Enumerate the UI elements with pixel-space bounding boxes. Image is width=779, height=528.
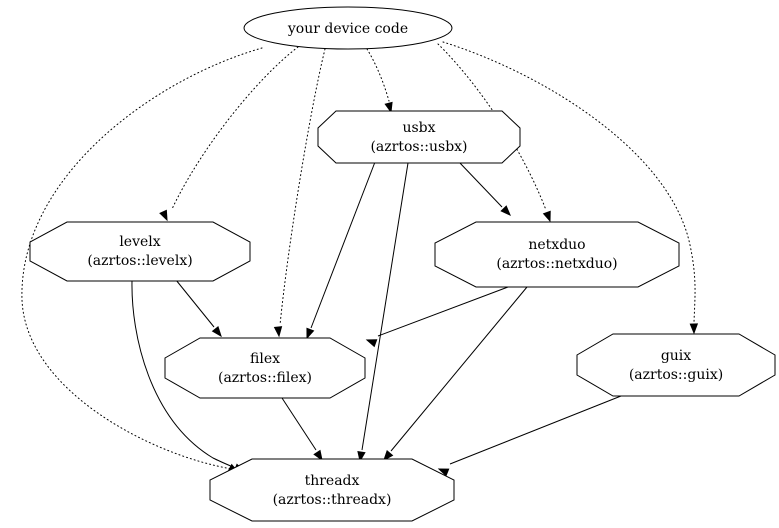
node-octagon-shape[interactable] xyxy=(29,221,251,282)
node-netxduo[interactable]: netxduo (azrtos::netxduo) xyxy=(434,221,680,288)
arrow-head xyxy=(437,468,450,477)
arrow-head xyxy=(500,205,511,216)
edge-layer xyxy=(21,41,699,477)
arrow-head xyxy=(306,327,315,340)
edge-path xyxy=(442,41,696,323)
edge-guix-to-threadx xyxy=(437,395,622,477)
edge-device-to-filex xyxy=(273,48,326,338)
node-octagon-shape[interactable] xyxy=(434,221,680,288)
node-label-line1: filex xyxy=(250,351,280,367)
edge-usbx-to-filex xyxy=(306,161,376,340)
node-octagon-shape[interactable] xyxy=(317,110,521,164)
arrow-head xyxy=(383,450,394,462)
edge-usbx-to-threadx xyxy=(357,162,409,463)
node-label-line2: (azrtos::filex) xyxy=(218,370,312,386)
arrow-head xyxy=(273,326,283,338)
node-label-line2: (azrtos::guix) xyxy=(629,367,723,383)
node-ellipse-shape[interactable] xyxy=(243,6,453,50)
edge-filex-to-threadx xyxy=(281,397,323,462)
edge-path xyxy=(21,47,263,470)
arrow-head xyxy=(384,101,393,114)
edge-usbx-to-netxduo xyxy=(458,161,511,216)
edge-device-to-usbx xyxy=(366,48,393,114)
arrow-head xyxy=(542,210,551,223)
edge-path xyxy=(366,48,390,102)
node-octagon-shape[interactable] xyxy=(164,337,366,399)
edge-path xyxy=(390,286,528,452)
edge-path xyxy=(361,162,409,451)
edge-path xyxy=(175,279,215,328)
edge-path xyxy=(171,46,299,210)
node-guix[interactable]: guix (azrtos::guix) xyxy=(576,333,776,397)
edge-levelx-to-filex xyxy=(175,279,222,338)
node-label-line1: guix xyxy=(661,348,691,364)
edge-path xyxy=(377,286,509,337)
node-label-line1: levelx xyxy=(119,234,160,250)
edge-path xyxy=(279,48,326,326)
node-octagon-shape[interactable] xyxy=(576,333,776,397)
node-usbx[interactable]: usbx (azrtos::usbx) xyxy=(317,110,521,164)
node-label-line2: (azrtos::usbx) xyxy=(370,139,467,155)
arrow-head xyxy=(365,339,378,348)
node-label-line2: (azrtos::threadx) xyxy=(273,492,392,508)
node-threadx[interactable]: threadx (azrtos::threadx) xyxy=(209,458,455,522)
node-label-line2: (azrtos::netxduo) xyxy=(496,256,617,272)
edge-device-to-guix xyxy=(442,41,699,335)
node-levelx[interactable]: levelx (azrtos::levelx) xyxy=(29,221,251,282)
node-label-line1: threadx xyxy=(305,473,360,489)
edge-device-to-levelx xyxy=(159,46,299,222)
edge-netxduo-to-filex xyxy=(365,286,509,348)
node-label-line2: (azrtos::levelx) xyxy=(87,253,192,269)
node-device[interactable]: your device code xyxy=(243,6,453,50)
edge-path xyxy=(310,161,376,329)
node-label-line1: netxduo xyxy=(528,237,585,253)
node-layer: your device code usbx (azrtos::usbx) lev… xyxy=(29,6,776,522)
arrow-head xyxy=(211,325,222,338)
arrow-head xyxy=(313,449,323,462)
node-label-line1: your device code xyxy=(287,21,408,37)
node-label-line1: usbx xyxy=(402,120,435,136)
arrow-head xyxy=(689,323,699,335)
node-octagon-shape[interactable] xyxy=(209,458,455,522)
edge-path xyxy=(131,280,234,468)
edge-netxduo-to-threadx xyxy=(383,286,528,462)
edge-path xyxy=(281,397,317,451)
edge-path xyxy=(449,395,622,465)
edge-path xyxy=(458,161,503,208)
node-filex[interactable]: filex (azrtos::filex) xyxy=(164,337,366,399)
arrow-head xyxy=(159,209,168,222)
